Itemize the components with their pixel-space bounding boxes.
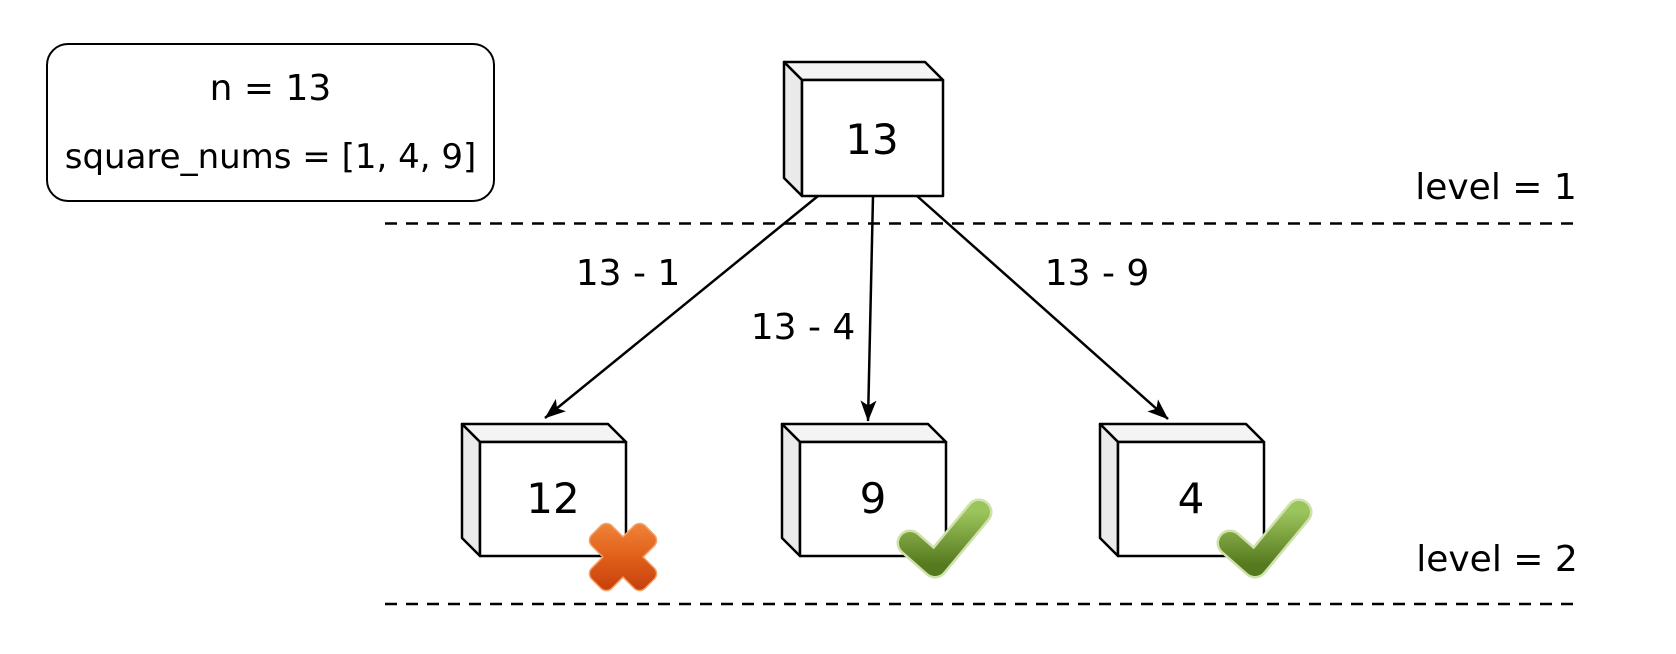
- edge-label-13-4: 13 - 4: [750, 307, 856, 348]
- check-icon: [1216, 498, 1313, 579]
- node-value-9: 9: [859, 474, 887, 523]
- node-value-4: 4: [1177, 474, 1205, 523]
- cube-top-face: [780, 422, 948, 444]
- check-icon: [896, 498, 993, 579]
- edge-arrow-middle: [860, 195, 877, 422]
- legend-box: n = 13 square_nums = [1, 4, 9]: [46, 43, 495, 202]
- node-value-root: 13: [845, 115, 899, 164]
- edge-arrow-right: [916, 195, 1169, 420]
- cube-top-face: [782, 60, 945, 82]
- level-2-label: level = 2: [1416, 539, 1578, 580]
- tree-node-cube-root: [782, 60, 945, 198]
- cube-front-face: [800, 78, 945, 198]
- legend-n-value: n = 13: [209, 68, 332, 110]
- tree-node-cube-4: [1098, 422, 1266, 558]
- edge-arrow-left: [544, 195, 819, 419]
- cube-left-face: [1098, 422, 1120, 558]
- edge-label-13-1: 13 - 1: [575, 253, 681, 294]
- node-value-12: 12: [526, 474, 580, 523]
- tree-node-cube-12: [460, 422, 628, 558]
- edge-label-13-9: 13 - 9: [1044, 253, 1150, 294]
- tree-node-cube-9: [780, 422, 948, 558]
- level-1-label: level = 1: [1415, 167, 1577, 208]
- cross-icon: [587, 521, 659, 593]
- cube-top-face: [460, 422, 628, 444]
- legend-square-nums: square_nums = [1, 4, 9]: [64, 136, 477, 177]
- cube-left-face: [780, 422, 802, 558]
- cube-top-face: [1098, 422, 1266, 444]
- cube-left-face: [460, 422, 482, 558]
- cube-left-face: [782, 60, 804, 198]
